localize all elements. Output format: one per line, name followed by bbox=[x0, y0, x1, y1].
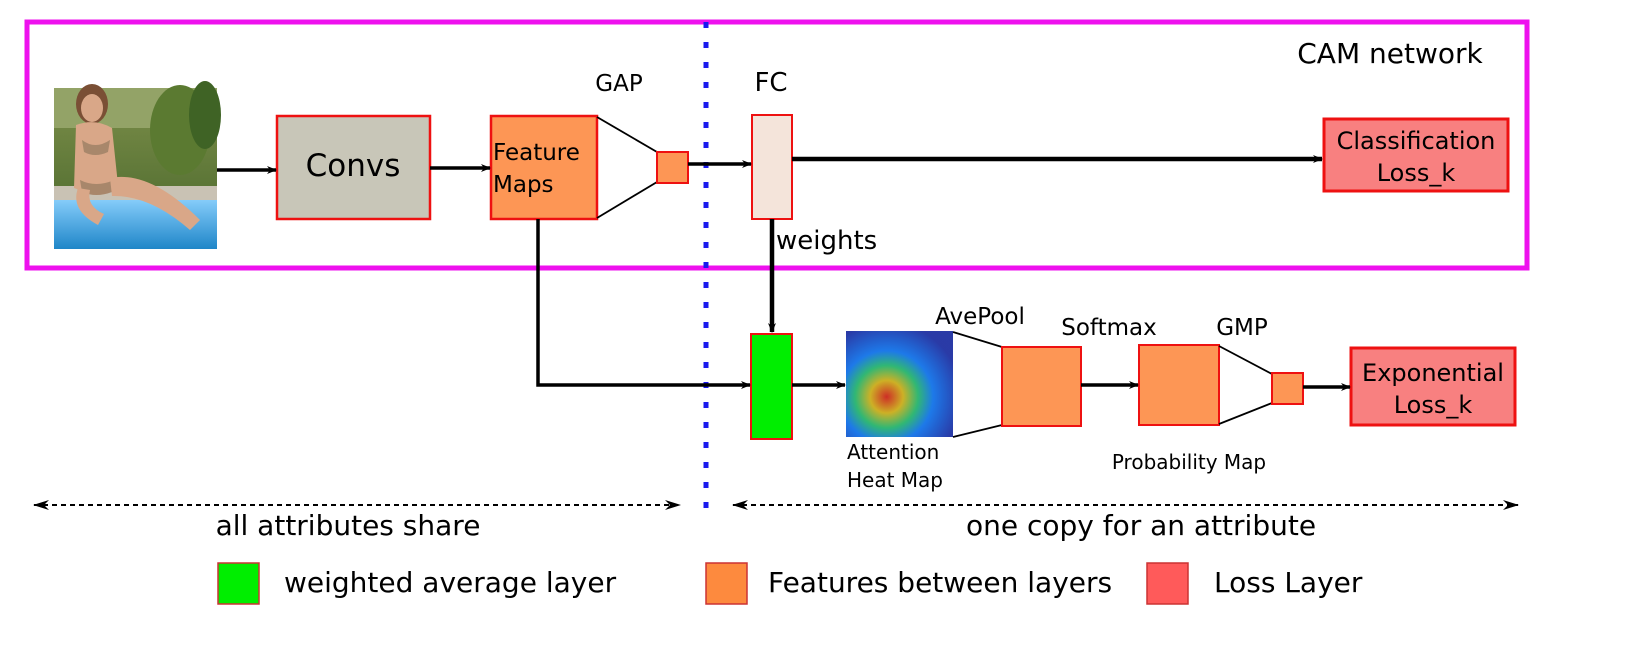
avepool-label: AvePool bbox=[935, 304, 1025, 330]
weighted-average-block bbox=[750, 333, 793, 440]
legend: weighted average layer Features between … bbox=[217, 562, 1363, 605]
probability-map-block bbox=[1138, 344, 1220, 426]
fc-block bbox=[751, 114, 793, 220]
exponential-loss-label-line2: Loss_k bbox=[1394, 391, 1473, 419]
feature-maps-block bbox=[489, 114, 599, 221]
gap-block bbox=[656, 151, 689, 184]
span-per-attribute-label: one copy for an attribute bbox=[966, 509, 1316, 542]
probability-map-label: Probability Map bbox=[1112, 450, 1266, 474]
gap-label: GAP bbox=[595, 71, 643, 97]
feature-maps-label-line1: Feature bbox=[493, 140, 580, 166]
convs-block bbox=[275, 114, 432, 221]
softmax-label: Softmax bbox=[1061, 315, 1157, 341]
attention-heat-map-label-line2: Heat Map bbox=[847, 468, 943, 492]
arrow-feature-maps-to-weighted bbox=[536, 219, 751, 389]
gmp-funnel-bottom bbox=[1218, 402, 1273, 425]
legend-swatch-loss bbox=[1146, 562, 1189, 605]
gmp-funnel-top bbox=[1218, 345, 1273, 375]
legend-label-features: Features between layers bbox=[768, 566, 1112, 599]
classification-loss-block bbox=[1322, 117, 1510, 193]
exponential-loss-label-line1: Exponential bbox=[1362, 359, 1504, 387]
gap-funnel-bottom bbox=[596, 181, 658, 219]
feature-maps-label-line2: Maps bbox=[493, 172, 554, 198]
connections bbox=[217, 155, 1351, 391]
convs-label: Convs bbox=[306, 148, 401, 184]
gap-funnel-top bbox=[596, 116, 658, 153]
avepool-feature-block bbox=[1001, 346, 1082, 427]
legend-swatch-weighted bbox=[217, 562, 260, 605]
weights-label: weights bbox=[776, 226, 877, 256]
legend-label-loss: Loss Layer bbox=[1214, 566, 1363, 599]
span-shared-label: all attributes share bbox=[216, 509, 481, 542]
avepool-funnel-top bbox=[952, 331, 1003, 348]
exponential-loss-block bbox=[1349, 346, 1517, 427]
attention-heat-map-image bbox=[846, 331, 953, 437]
input-photo bbox=[54, 81, 221, 249]
legend-label-weighted: weighted average layer bbox=[284, 566, 617, 599]
fc-label: FC bbox=[754, 68, 787, 98]
avepool-funnel-bottom bbox=[952, 424, 1003, 438]
cam-network-title: CAM network bbox=[1297, 37, 1483, 70]
attention-heat-map-label-line1: Attention bbox=[847, 440, 939, 464]
gmp-block bbox=[1271, 372, 1304, 405]
legend-swatch-features bbox=[705, 562, 748, 605]
cam-network-frame bbox=[24, 19, 1530, 271]
gmp-label: GMP bbox=[1216, 315, 1268, 341]
classification-loss-label-line2: Loss_k bbox=[1377, 159, 1456, 187]
classification-loss-label-line1: Classification bbox=[1337, 127, 1496, 155]
